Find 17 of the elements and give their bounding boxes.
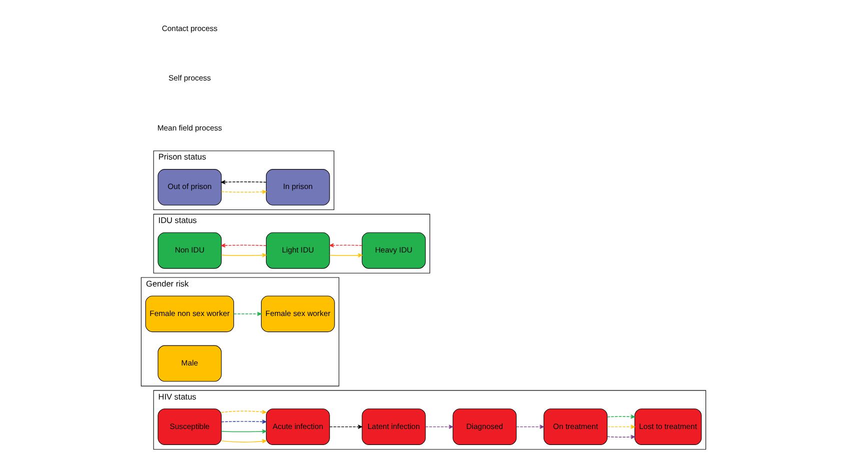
arrow xyxy=(221,189,266,194)
arrow xyxy=(425,424,454,428)
arrow xyxy=(221,409,266,414)
arrow xyxy=(606,414,636,418)
arrow xyxy=(221,419,266,424)
arrow xyxy=(606,424,636,428)
arrow xyxy=(329,424,362,428)
arrow xyxy=(221,242,266,248)
arrow xyxy=(221,252,266,257)
arrow xyxy=(329,242,362,247)
arrow xyxy=(221,428,266,434)
arrow xyxy=(516,424,544,428)
arrow xyxy=(221,438,266,443)
arrow xyxy=(221,180,266,184)
arrow xyxy=(233,311,262,316)
arrow xyxy=(329,252,362,257)
arrow xyxy=(606,434,636,439)
